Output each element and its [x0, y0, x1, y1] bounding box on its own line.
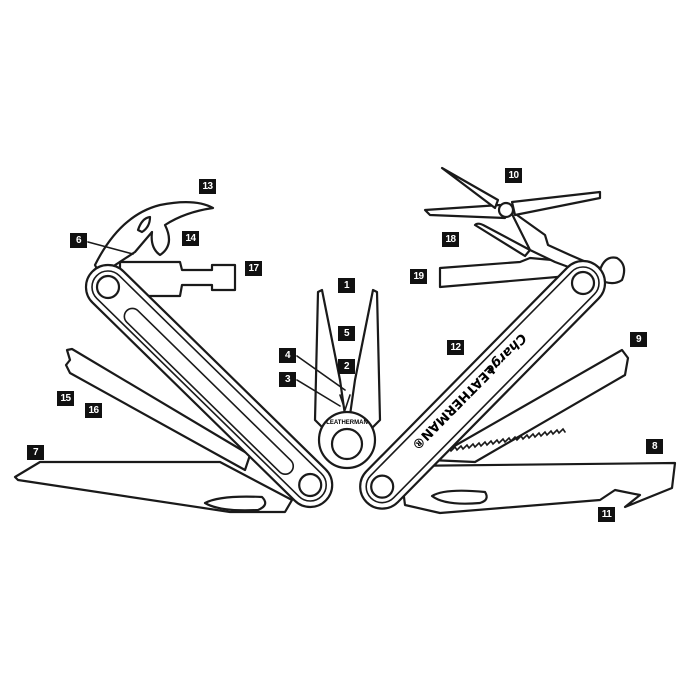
left-handle [84, 263, 334, 509]
wire-cutter [339, 394, 351, 413]
callout-18: 18 [442, 232, 459, 247]
scissors-pivot [497, 201, 515, 219]
file-tool [64, 347, 252, 472]
callout-15: 15 [57, 391, 74, 406]
scissors-blade-upper [440, 166, 500, 210]
ring-text: LEATHERMAN [326, 420, 368, 426]
saw-teeth [444, 427, 566, 453]
opener-slot [136, 215, 152, 234]
callout-9: 9 [630, 332, 647, 347]
blade-thumb-hole [203, 495, 267, 512]
callout-8: 8 [646, 439, 663, 454]
callout-4: 4 [279, 348, 296, 363]
callout-1: 1 [338, 278, 355, 293]
callout-13: 13 [199, 179, 216, 194]
callout-17: 17 [245, 261, 262, 276]
pliers-pivot [330, 427, 364, 461]
callout-2: 2 [338, 359, 355, 374]
callout-5: 5 [338, 326, 355, 341]
scissors-blade-right [510, 190, 602, 217]
callout-19: 19 [410, 269, 427, 284]
callout-16: 16 [85, 403, 102, 418]
callout-14: 14 [182, 231, 199, 246]
callout-10: 10 [505, 168, 522, 183]
bottle-opener-tool [93, 201, 215, 277]
saw-blade [428, 348, 630, 464]
bit-18 [473, 222, 532, 258]
lanyard-ring [598, 256, 626, 285]
callout-12: 12 [447, 340, 464, 355]
callout-6: 6 [70, 233, 87, 248]
callout-7: 7 [27, 445, 44, 460]
serrated-blade [398, 461, 677, 515]
serrated-blade-hole [430, 489, 488, 505]
callout-3: 3 [279, 372, 296, 387]
callout-11: 11 [598, 507, 615, 522]
bit-driver [118, 260, 237, 298]
